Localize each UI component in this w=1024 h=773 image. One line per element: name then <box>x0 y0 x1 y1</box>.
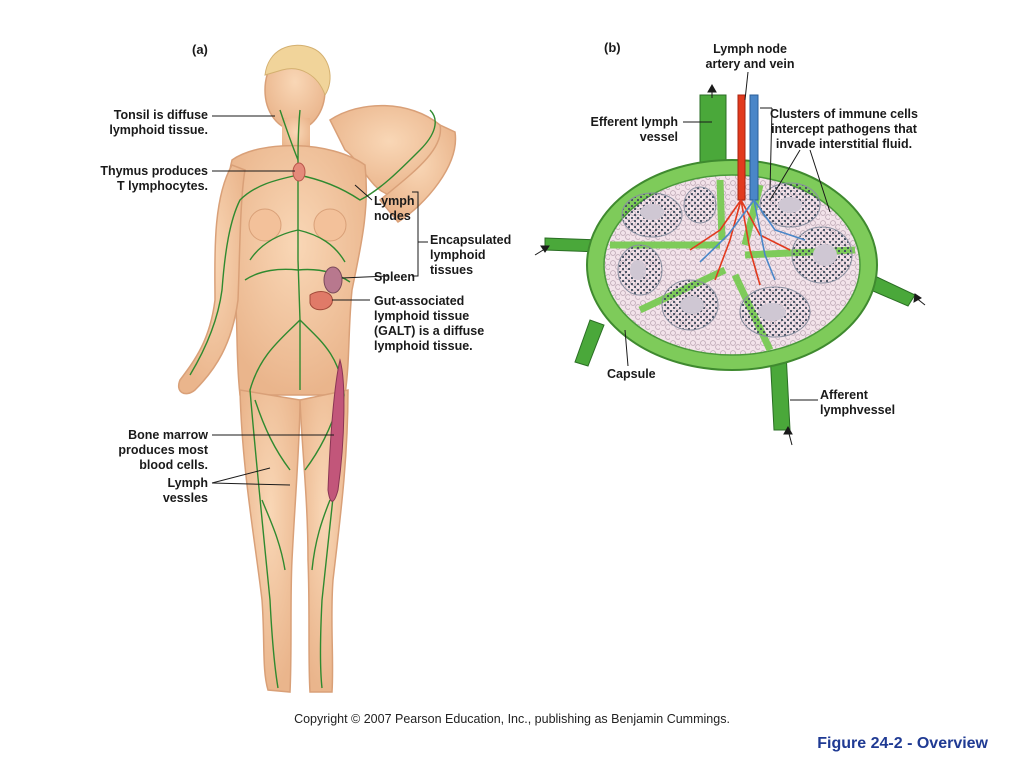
label-galt: Gut-associated lymphoid tissue (GALT) is… <box>374 294 485 353</box>
label-lymph-vessels: Lymph vessles <box>162 476 208 505</box>
label-lymph-nodes: Lymph nodes <box>374 194 415 223</box>
label-clusters: Clusters of immune cells intercept patho… <box>770 107 918 151</box>
panel-b-letter: (b) <box>604 40 621 55</box>
label-thymus: Thymus produces T lymphocytes. <box>100 164 208 193</box>
bone-marrow <box>327 358 345 502</box>
leader-lines-a <box>211 115 428 486</box>
vein <box>749 94 759 201</box>
label-artery-vein: Lymph node artery and vein <box>705 42 795 71</box>
spleen <box>323 266 343 294</box>
leader-lines-b <box>624 71 831 401</box>
galt <box>309 291 333 311</box>
flow-arrows <box>534 83 926 446</box>
label-efferent: Efferent lymph vessel <box>590 115 678 144</box>
label-tonsil: Tonsil is diffuse lymphoid tissue. <box>109 108 208 137</box>
thymus <box>292 162 306 182</box>
copyright-text: Copyright © 2007 Pearson Education, Inc.… <box>294 712 730 726</box>
label-capsule: Capsule <box>607 367 656 381</box>
figure-caption: Figure 24-2 - Overview <box>817 735 988 752</box>
artery <box>737 94 746 201</box>
lymph-node <box>544 94 916 431</box>
label-bone-marrow: Bone marrow produces most blood cells. <box>118 428 208 472</box>
label-encapsulated: Encapsulated lymphoid tissues <box>430 233 512 277</box>
label-spleen: Spleen <box>374 270 415 284</box>
panel-a-letter: (a) <box>192 42 208 57</box>
label-afferent: Afferent lymphvessel <box>820 388 896 417</box>
human-body <box>178 44 457 693</box>
